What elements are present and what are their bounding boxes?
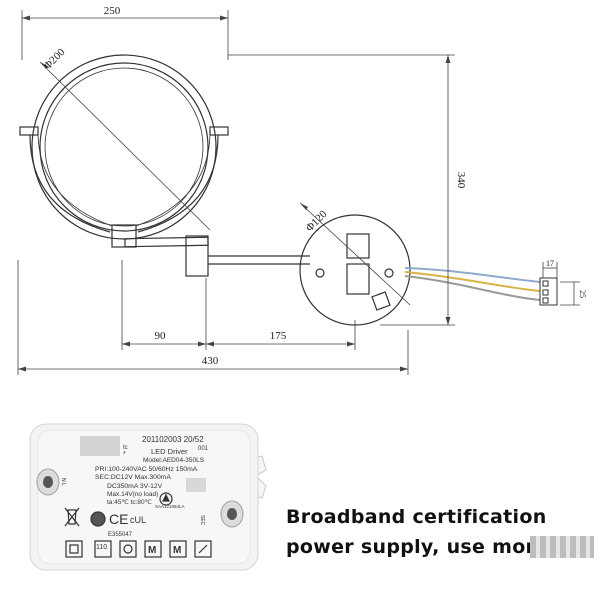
independent-icon (194, 540, 212, 558)
label-out2: Max.14V(no load) (107, 491, 158, 498)
wall-base (299, 214, 411, 326)
caption-line-1: Broadband certification (286, 506, 547, 528)
cable-gland (371, 291, 391, 311)
label-star: * (123, 451, 126, 458)
dim-mirror-diameter: Φ200 (42, 46, 68, 72)
weee-bin-icon (67, 509, 77, 525)
dimension-lines (17, 10, 580, 375)
arm-joint (185, 235, 209, 277)
label-temps: ta:45℃ tc:80℃ (107, 499, 153, 506)
base-plate (299, 214, 411, 326)
m-mark-1-icon (144, 540, 162, 558)
base-bracket-top (346, 233, 370, 259)
label-class: 110 (96, 544, 107, 551)
screw-hole-right (384, 268, 394, 278)
dim-connector-width: 17 (546, 259, 554, 268)
caption-line-2: power supply, use more a (286, 536, 569, 558)
mirror-head (19, 54, 229, 248)
rcm-mark-icon (159, 492, 173, 506)
label-side-left: N L (60, 478, 66, 486)
label-saa: SAA121084LA (155, 504, 185, 509)
dim-connector-height: 25 (578, 290, 587, 298)
mirror-glass (44, 67, 204, 227)
label-pri: PRI:100-240VAC 50/60Hz 150mA (95, 466, 198, 473)
wires (404, 267, 541, 301)
right-pivot-knob (209, 126, 229, 136)
frame-bow-right (137, 134, 219, 233)
watermark-blur (530, 536, 594, 558)
ce-mark-icon: CE (109, 511, 128, 527)
thermal-icon (119, 540, 137, 558)
dim-total-length: 430 (202, 355, 219, 367)
connector (539, 277, 558, 306)
label-title: LED Driver (151, 447, 188, 456)
class-ii-icon (65, 540, 83, 558)
dim-arm-long: 175 (270, 330, 287, 342)
class-mark-icon (90, 511, 106, 527)
label-sec: SEC:DC12V Max.300mA (95, 474, 171, 481)
mirror-inner-ring (39, 62, 209, 232)
dim-height-right: 340 (455, 172, 467, 189)
ul-mark-icon: cUL (130, 515, 146, 525)
mirror-neck (111, 224, 137, 248)
dim-width-top: 250 (104, 5, 121, 17)
frame-bow-left (29, 134, 111, 233)
label-out1: DC350mA 3V-12V (107, 483, 163, 490)
left-pivot-knob (19, 126, 39, 136)
led-driver: 201102003 20/52 tc * LED Driver 001 Mode… (29, 423, 267, 571)
label-side-right: SEC (199, 515, 205, 526)
svg-text:M: M (173, 545, 181, 556)
label-ref: E355047 (108, 532, 133, 538)
blurred-logo (80, 436, 120, 456)
mirror-outer-ring (31, 54, 217, 240)
m-mark-2-icon (169, 540, 187, 558)
label-model-code: 201102003 20/52 (142, 435, 204, 444)
class-110-icon (94, 540, 112, 558)
folding-arm (124, 235, 310, 277)
dim-arm-short: 90 (155, 330, 167, 342)
label-model: Model:AED04-350LS (143, 457, 205, 464)
arm-segment-short (124, 236, 209, 248)
label-code2: 001 (198, 446, 209, 452)
dimension-arrows (18, 15, 451, 372)
certification-marks: CE cUL (64, 492, 212, 558)
svg-text:M: M (148, 545, 156, 556)
base-bracket-bottom (346, 263, 370, 295)
label-tc: tc (123, 445, 128, 451)
screw-hole-left (315, 268, 325, 278)
